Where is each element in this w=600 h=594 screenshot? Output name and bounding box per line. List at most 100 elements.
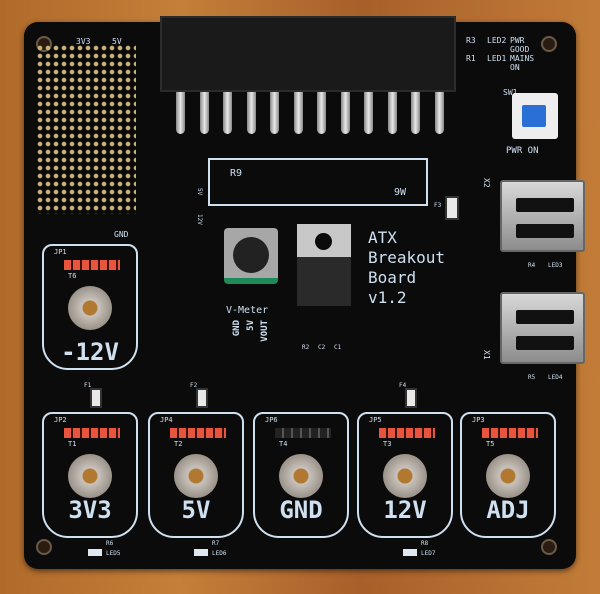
usb-x2-led: LED3 xyxy=(548,262,563,269)
terminal-12v: JP5 T3 xyxy=(357,412,453,538)
terminal-post[interactable] xyxy=(174,454,218,498)
fuse-ref: F1 xyxy=(84,382,92,389)
terminal-3v3: JP2 T1 xyxy=(42,412,138,538)
terminal-5v: JP4 T2 xyxy=(148,412,244,538)
regulator-tab-hole xyxy=(315,233,332,250)
vmeter-pin-5v: 5V xyxy=(246,320,256,331)
terminal-ref: T5 xyxy=(486,440,495,448)
mounting-hole xyxy=(36,539,52,555)
connector-pin xyxy=(223,92,232,134)
power-switch[interactable] xyxy=(512,93,558,139)
led-ref: LED7 xyxy=(421,550,436,557)
board-title: ATX Breakout Board v1.2 xyxy=(368,228,445,308)
power-resistor-r9: R9 9W xyxy=(208,158,428,206)
connector-pin xyxy=(411,92,420,134)
voltage-regulator xyxy=(297,224,351,306)
jumper-ref: JP6 xyxy=(265,416,278,424)
led-mains-on: LED1 xyxy=(487,54,507,63)
terminal-adj: JP3 T5 xyxy=(460,412,556,538)
connector-pin xyxy=(387,92,397,134)
resistor-r3: R3 xyxy=(466,36,476,45)
terminal-post[interactable] xyxy=(68,454,112,498)
terminal-ref: T6 xyxy=(68,272,77,280)
terminal-gnd: JP6 T4 xyxy=(253,412,349,538)
terminal--12v: JP1 T6 xyxy=(42,244,138,370)
terminal-post[interactable] xyxy=(383,454,427,498)
jumper-ref: JP2 xyxy=(54,416,67,424)
connector-pin xyxy=(176,92,185,134)
potentiometer[interactable] xyxy=(224,228,278,284)
resistor-ref: R9 xyxy=(230,168,243,179)
connector-pin xyxy=(317,92,326,134)
terminal-label: GND xyxy=(279,496,323,524)
fuse xyxy=(90,388,102,408)
pin-header xyxy=(482,428,538,438)
switch-ref: SW1 xyxy=(503,88,518,97)
terminal-post[interactable] xyxy=(68,286,112,330)
usb-x2-ref: X2 xyxy=(482,178,491,188)
terminal-label: -12V xyxy=(61,338,119,366)
pin-header xyxy=(64,260,120,270)
fuse-ref: F4 xyxy=(399,382,407,389)
fuse xyxy=(196,388,208,408)
cap-c1: C1 xyxy=(334,344,342,351)
jumper-label-5v: 5V xyxy=(196,188,203,196)
terminal-post[interactable] xyxy=(279,454,323,498)
led-ref: LED6 xyxy=(212,550,227,557)
terminal-label: 5V xyxy=(181,496,211,524)
potentiometer-knob[interactable] xyxy=(233,237,269,273)
jumper-ref: JP3 xyxy=(472,416,485,424)
atx-connector[interactable] xyxy=(160,16,456,92)
fuse xyxy=(405,388,417,408)
connector-pin xyxy=(434,92,444,134)
terminal-label: 12V xyxy=(383,496,427,524)
switch-actuator[interactable] xyxy=(522,105,546,127)
vmeter-pin-gnd: GND xyxy=(232,320,242,337)
pin-header xyxy=(170,428,226,438)
connector-pin xyxy=(340,92,350,134)
led-ref: LED5 xyxy=(106,550,121,557)
led-resistor-ref: R8 xyxy=(421,540,429,547)
mounting-hole xyxy=(541,539,557,555)
terminal-ref: T3 xyxy=(383,440,392,448)
terminal-ref: T2 xyxy=(174,440,183,448)
cap-c2: C2 xyxy=(318,344,326,351)
usb-x1-led: LED4 xyxy=(548,374,563,381)
fuse-f3 xyxy=(445,196,459,220)
jumper-label-12v: 12V xyxy=(196,214,203,225)
title-line: ATX xyxy=(368,228,397,247)
resistor-r1: R1 xyxy=(466,54,476,63)
proto-label-3v3: 3V3 xyxy=(76,37,91,46)
pin-header xyxy=(379,428,435,438)
mains-on-label: MAINS ON xyxy=(510,54,535,72)
title-line: Breakout xyxy=(368,248,446,267)
terminal-post[interactable] xyxy=(486,454,530,498)
switch-label: PWR ON xyxy=(506,146,539,156)
led-pwr-good: LED2 xyxy=(487,36,507,45)
usb-x1-ref: X1 xyxy=(482,350,491,360)
usb-x2-res: R4 xyxy=(528,262,536,269)
vmeter-pin-vout: VOUT xyxy=(260,320,270,342)
prototyping-area xyxy=(36,44,136,214)
usb-port-x2[interactable] xyxy=(500,180,585,252)
connector-pin xyxy=(293,92,303,134)
status-led xyxy=(88,549,102,556)
connector-pin xyxy=(246,92,256,134)
pin-header xyxy=(275,428,331,438)
jumper-ref: JP4 xyxy=(160,416,173,424)
jumper-ref: JP5 xyxy=(369,416,382,424)
proto-label-5v: 5V xyxy=(112,37,122,46)
title-line: v1.2 xyxy=(368,288,407,307)
status-led xyxy=(403,549,417,556)
cap-r2: R2 xyxy=(302,344,310,351)
pin-header xyxy=(64,428,120,438)
jumper-ref: JP1 xyxy=(54,248,67,256)
proto-label-gnd: GND xyxy=(114,230,129,239)
mounting-hole xyxy=(541,36,557,52)
led-resistor-ref: R6 xyxy=(106,540,114,547)
usb-port-x1[interactable] xyxy=(500,292,585,364)
fuse-ref: F2 xyxy=(190,382,198,389)
pwr-good-label: PWR GOOD xyxy=(510,36,530,54)
connector-pin xyxy=(364,92,373,134)
terminal-label: ADJ xyxy=(486,496,530,524)
